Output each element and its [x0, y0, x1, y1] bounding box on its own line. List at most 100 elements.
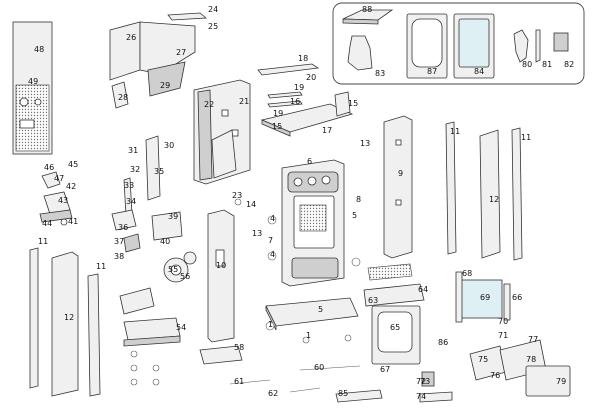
- callout-8: 8: [356, 195, 361, 204]
- callout-31: 31: [128, 146, 138, 155]
- part-side-panel: [383, 115, 413, 259]
- callout-47: 47: [54, 174, 64, 183]
- part-left-hardware: [39, 171, 73, 226]
- callout-42: 42: [66, 182, 76, 191]
- callout-45: 45: [68, 160, 78, 169]
- part-top-assembly: [109, 12, 208, 109]
- callout-63: 63: [368, 296, 378, 305]
- callout-27: 27: [176, 48, 186, 57]
- callout-4: 4: [270, 214, 275, 223]
- callout-40: 40: [160, 237, 170, 246]
- part-bracket-left: [119, 287, 155, 315]
- callout-11: 11: [521, 133, 531, 142]
- callout-60: 60: [314, 363, 324, 372]
- callout-83: 83: [375, 69, 385, 78]
- callout-62: 62: [268, 389, 278, 398]
- callout-82: 82: [564, 60, 574, 69]
- callout-72: 72: [416, 377, 426, 386]
- callout-69: 69: [480, 293, 490, 302]
- callout-1: 1: [268, 320, 273, 329]
- callout-1: 1: [306, 331, 311, 340]
- part-side-bars: [29, 121, 523, 397]
- callout-9: 9: [398, 169, 403, 178]
- callout-11: 11: [38, 237, 48, 246]
- callout-86: 86: [438, 338, 448, 347]
- callout-55: 55: [168, 265, 178, 274]
- part-top-plate: [260, 91, 354, 137]
- part-bottom-rods: [229, 365, 453, 403]
- callout-4: 4: [270, 250, 275, 259]
- callout-70: 70: [498, 317, 508, 326]
- callout-36: 36: [118, 223, 128, 232]
- part-front-body: [281, 159, 345, 287]
- inset-detail-box: [332, 2, 585, 85]
- callout-11: 11: [450, 127, 460, 136]
- callout-34: 34: [126, 197, 136, 206]
- callout-29: 29: [160, 81, 170, 90]
- callout-64: 64: [418, 285, 428, 294]
- part-glass-panel: [455, 271, 511, 323]
- callout-71: 71: [498, 331, 508, 340]
- callout-88: 88: [362, 5, 372, 14]
- callout-10: 10: [216, 261, 226, 270]
- part-grate: [123, 317, 243, 365]
- callout-6: 6: [307, 157, 312, 166]
- callout-79: 79: [556, 377, 566, 386]
- callout-74: 74: [416, 392, 426, 401]
- callout-12: 12: [64, 313, 74, 322]
- callout-30: 30: [164, 141, 174, 150]
- callout-68: 68: [462, 269, 472, 278]
- callout-26: 26: [126, 33, 136, 42]
- callout-13: 13: [252, 229, 262, 238]
- callout-81: 81: [542, 60, 552, 69]
- callout-17: 17: [322, 126, 332, 135]
- callout-76: 76: [490, 371, 500, 380]
- callout-65: 65: [390, 323, 400, 332]
- callout-77: 77: [528, 335, 538, 344]
- callout-49: 49: [28, 77, 38, 86]
- part-fan: [163, 251, 197, 283]
- part-rear-panel: [12, 21, 53, 155]
- callout-13: 13: [360, 139, 370, 148]
- callout-21: 21: [239, 97, 249, 106]
- callout-75: 75: [478, 355, 488, 364]
- callout-23: 23: [232, 191, 242, 200]
- callout-22: 22: [204, 100, 214, 109]
- callout-44: 44: [42, 219, 52, 228]
- callout-41: 41: [68, 217, 78, 226]
- callout-12: 12: [489, 195, 499, 204]
- part-top-brace: [257, 63, 320, 108]
- callout-61: 61: [234, 377, 244, 386]
- part-fasteners: [130, 198, 361, 386]
- callout-11: 11: [96, 262, 106, 271]
- callout-48: 48: [34, 45, 44, 54]
- callout-19: 19: [294, 83, 304, 92]
- callout-5: 5: [318, 305, 323, 314]
- callout-58: 58: [234, 343, 244, 352]
- callout-54: 54: [176, 323, 186, 332]
- callout-66: 66: [512, 293, 522, 302]
- callout-38: 38: [114, 252, 124, 261]
- callout-43: 43: [58, 196, 68, 205]
- callout-14: 14: [246, 200, 256, 209]
- part-back-panel: [193, 79, 251, 185]
- part-inner-panel: [207, 209, 235, 343]
- callout-15: 15: [272, 122, 282, 131]
- callout-37: 37: [114, 237, 124, 246]
- callout-19: 19: [273, 109, 283, 118]
- callout-7: 7: [268, 236, 273, 245]
- callout-80: 80: [522, 60, 532, 69]
- callout-87: 87: [427, 67, 437, 76]
- callout-67: 67: [380, 365, 390, 374]
- callout-32: 32: [130, 165, 140, 174]
- callout-5: 5: [352, 211, 357, 220]
- callout-39: 39: [168, 212, 178, 221]
- callout-15: 15: [348, 99, 358, 108]
- part-bottom-pan: [265, 297, 359, 331]
- callout-73: 73: [420, 377, 430, 386]
- callout-84: 84: [474, 67, 484, 76]
- callout-35: 35: [154, 167, 164, 176]
- callout-24: 24: [208, 5, 218, 14]
